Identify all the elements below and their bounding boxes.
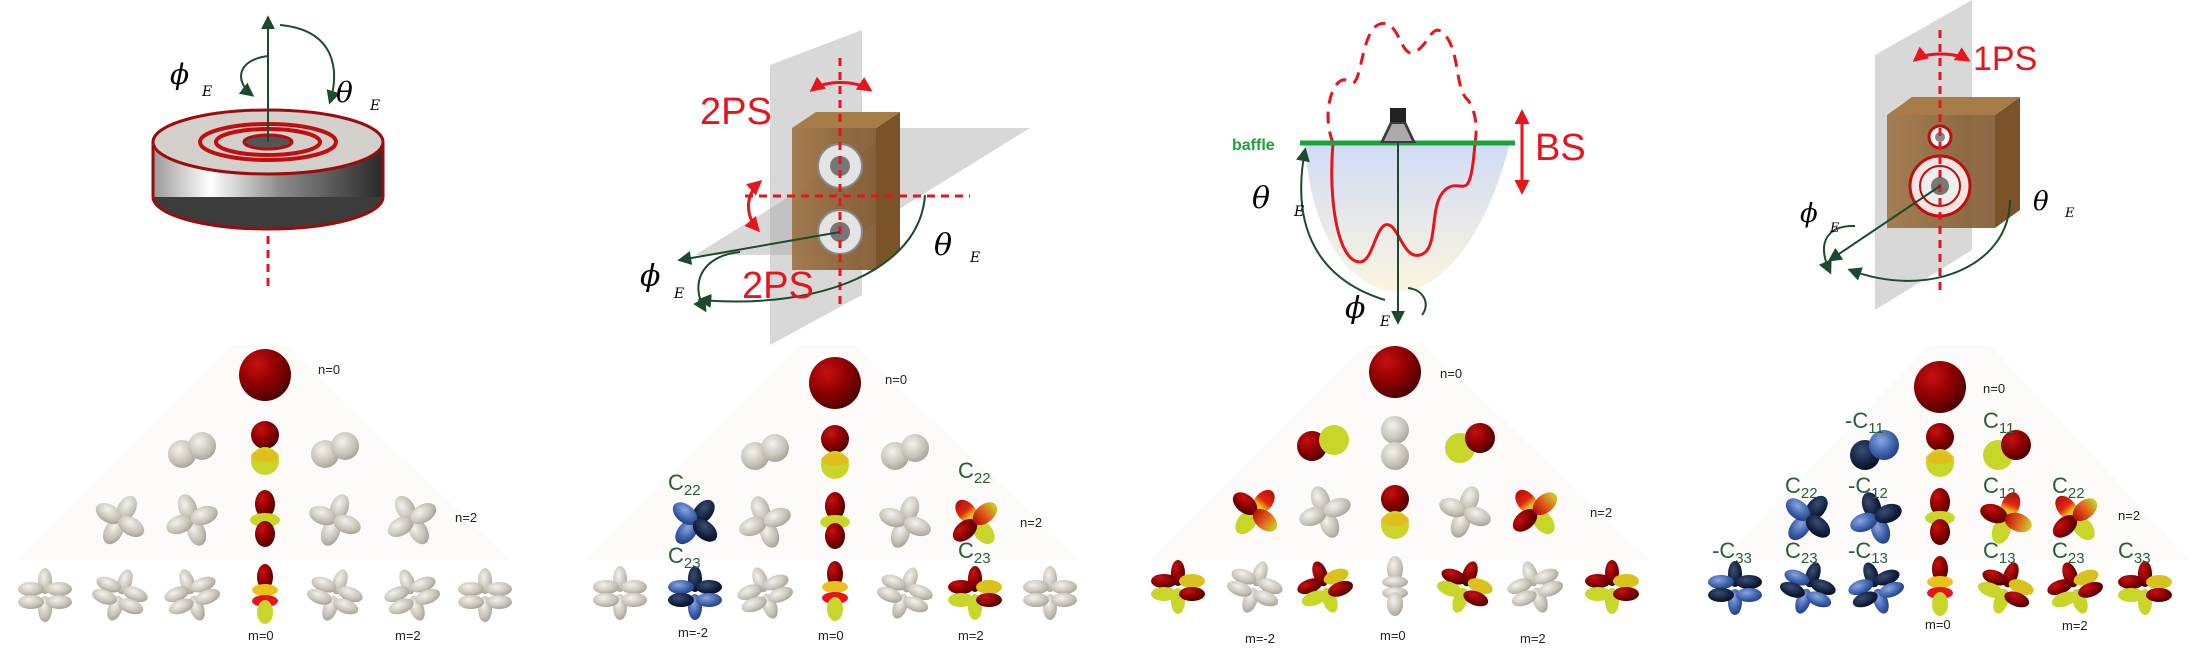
harmonic-c33	[2118, 561, 2172, 615]
phi-sub: E	[1379, 314, 1390, 330]
harmonic-n3-7	[1585, 560, 1639, 614]
loudspeaker-icon	[1380, 108, 1416, 143]
speaker-box	[792, 112, 900, 270]
theta-arc-arrow	[1296, 147, 1386, 301]
harmonics-pyramid-3: n=0 n=2 m=-2 m=0 m=2	[1151, 346, 1639, 646]
ring-cylinder	[151, 108, 385, 231]
harmonic-n3-4	[1382, 556, 1408, 616]
n0-label: n=0	[1440, 366, 1462, 381]
baffle-label: baffle	[1232, 137, 1275, 154]
harmonic-n3-5	[300, 560, 370, 630]
top-rotation-arrow	[809, 76, 873, 92]
m2-label: m=2	[395, 628, 421, 643]
theta-label: θ	[934, 228, 952, 263]
theta-label: θ	[2033, 187, 2049, 217]
harmonics-pyramid-1: n=0 n=2 m=0 m=2	[18, 349, 512, 643]
harmonic-n1-left	[1297, 425, 1349, 461]
n0-label: n=0	[318, 362, 340, 377]
m2-label: m=2	[1520, 631, 1546, 646]
theta-arc-arrow	[279, 24, 341, 105]
harmonic-n3-2	[1220, 552, 1290, 622]
m0-label: m=0	[248, 628, 274, 643]
harmonic-n0	[809, 357, 861, 409]
theta-sub: E	[369, 98, 380, 114]
phi-rotation-arrow	[1818, 224, 1856, 275]
harmonic-n1-right	[1445, 423, 1495, 463]
harmonic-neg-c11	[1850, 430, 1899, 470]
n2-label: n=2	[2118, 508, 2140, 523]
harmonic-n3-3	[157, 560, 227, 630]
harmonic-n3-7	[1023, 566, 1077, 620]
harmonic-c23-left	[668, 566, 722, 620]
harmonic-n0	[1369, 346, 1421, 398]
two-ps-label-bottom: 2PS	[742, 265, 814, 307]
half-space-region	[1305, 143, 1510, 292]
m2-label: m=2	[958, 628, 984, 643]
side-rotation-arrow	[744, 180, 763, 233]
harmonic-n0	[239, 349, 291, 401]
harmonic-c11	[1983, 430, 2031, 470]
harmonic-c23-right	[948, 566, 1002, 620]
harmonic-n3-4	[822, 561, 848, 621]
phi-sub: E	[1829, 221, 1840, 236]
phi-label: ϕ	[170, 58, 189, 91]
harmonic-n3-1	[593, 566, 647, 620]
phi-label: ϕ	[1800, 199, 1818, 229]
m0-label: m=0	[818, 628, 844, 643]
phi-rotation-arrow	[693, 251, 741, 313]
directivity-pattern-upper	[1326, 22, 1478, 144]
theta-label: θ	[1252, 181, 1270, 216]
harmonic-neg-c33	[1708, 561, 1762, 615]
harmonic-n3-1	[18, 568, 72, 622]
one-ps-label: 1PS	[1973, 40, 2037, 78]
phi-sub: E	[673, 286, 684, 302]
harmonics-pyramid-2: n=0 n=2 C22 C22 C23 C23 m=-2 m=0 m=2	[593, 357, 1077, 643]
panel-baffle: baffle BS θ E ϕ E	[1232, 22, 1586, 330]
theta-label: θ	[336, 76, 353, 109]
n0-label: n=0	[885, 372, 907, 387]
depth-axis-arrow	[1827, 185, 1941, 262]
panel-two-plane-symmetry: 2PS 2PS ϕ E θ E	[640, 30, 1030, 345]
m2-label: m=2	[2062, 618, 2088, 633]
m0-label: m=0	[1380, 628, 1406, 643]
phi-sub: E	[201, 84, 212, 100]
harmonic-n3-6	[1500, 552, 1570, 622]
theta-sub: E	[969, 250, 980, 266]
harmonic-n3-1	[1151, 560, 1205, 614]
m-neg2-label: m=-2	[678, 625, 708, 640]
theta-arc-arrow	[697, 194, 926, 308]
theta-arc-arrow	[1847, 199, 2011, 282]
directivity-pattern-lower	[1330, 142, 1477, 264]
harmonic-n3-4	[252, 564, 278, 624]
n2-label: n=2	[1590, 505, 1612, 520]
harmonic-n3-3	[730, 558, 800, 628]
theta-sub: E	[2064, 206, 2075, 221]
harmonic-n3-6	[377, 560, 447, 630]
m0-label: m=0	[1925, 617, 1951, 632]
harmonic-n3-5	[1430, 552, 1500, 622]
panel-coaxial-ring: ϕ E θ E	[151, 15, 385, 290]
top-rotation-arrow	[1912, 46, 1971, 62]
harmonic-n3-7	[458, 568, 512, 622]
panel-one-plane-symmetry: 1PS ϕ E θ E	[1800, 0, 2075, 310]
phi-rotation-arrow	[238, 55, 269, 97]
harmonic-n0	[1914, 361, 1966, 413]
phi-label: ϕ	[640, 259, 660, 294]
two-ps-label-top: 2PS	[700, 91, 772, 133]
harmonic-n3-3	[1290, 552, 1360, 622]
n0-label: n=0	[1983, 381, 2005, 396]
theta-sub: E	[1293, 204, 1304, 220]
n2-label: n=2	[455, 510, 477, 525]
depth-axis-arrow	[677, 231, 841, 265]
phi-label: ϕ	[1345, 291, 1365, 326]
m-neg2-label: m=-2	[1245, 631, 1275, 646]
phi-rotation-arrow	[1407, 287, 1427, 316]
harmonic-n3-center	[1927, 556, 1953, 616]
bs-label: BS	[1535, 127, 1586, 169]
harmonic-n3-2	[85, 560, 155, 630]
harmonic-n1-center	[1381, 416, 1409, 470]
harmonic-n3-5	[870, 558, 940, 628]
n2-label: n=2	[1020, 515, 1042, 530]
